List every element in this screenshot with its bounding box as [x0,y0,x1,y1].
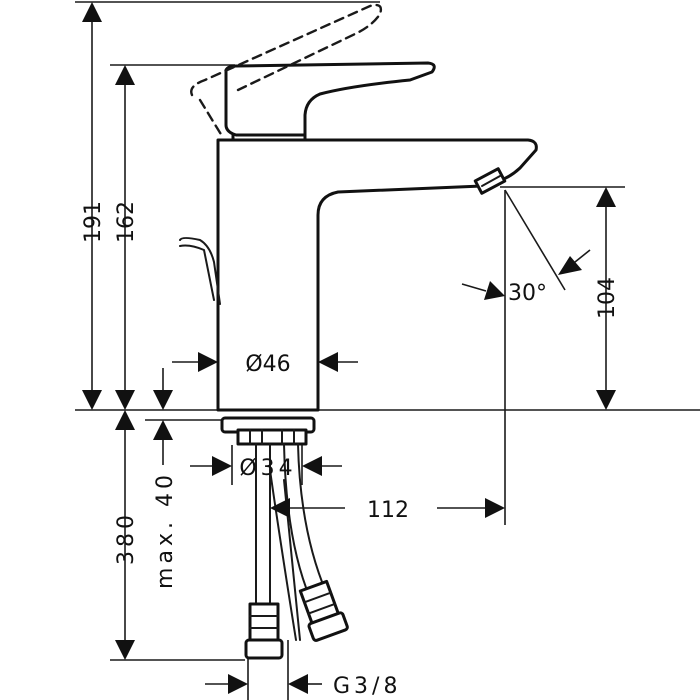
faucet-body [179,3,538,412]
label-spout-angle: 30° [508,281,547,306]
label-spout-reach: 112 [367,498,409,523]
fixing-nut [236,428,308,446]
label-spout-height: 104 [595,277,620,319]
label-below-deck: 380 [114,511,139,565]
dimension-lines [82,2,616,694]
dimension-labels: 191 162 104 30° Ø46 Ø34 380 max. 40 112 … [81,201,620,699]
hose-middle [269,469,301,641]
extension-lines [75,1,700,700]
label-shank-diameter: Ø34 [239,456,296,481]
connection-assembly [220,416,349,660]
lever-open-position [190,3,383,97]
lever-handle [224,61,436,137]
label-height-body: 162 [114,201,139,243]
label-thread: G3/8 [333,674,401,699]
hose-connector-left [248,602,280,646]
hose-nut-right [307,611,349,642]
label-body-diameter: Ø46 [245,352,290,377]
pop-up-rod [179,237,221,305]
label-max-deck: max. 40 [153,471,178,589]
label-height-total: 191 [81,201,106,243]
hose-nut-left [244,638,284,660]
hose-right [283,443,327,599]
